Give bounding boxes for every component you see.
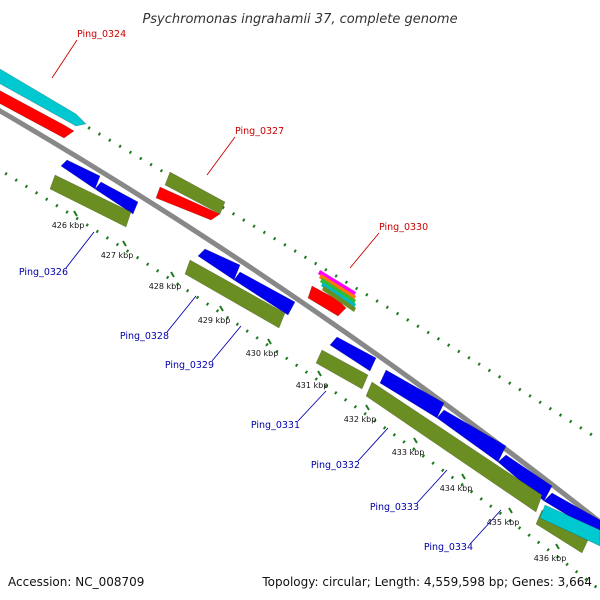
- gene-leader-line: [297, 390, 327, 422]
- cog-ping-0332: [365, 381, 543, 513]
- cds-reverse-ping-0332-b: [436, 409, 507, 463]
- cog-ping-0331: [315, 349, 369, 390]
- tick-mark: [413, 437, 418, 444]
- misc-feature-4: [321, 282, 356, 308]
- tick-layer: 426 kbp 427 kbp 428 kbp 429 kbp 430 kbp 431 k…: [52, 210, 567, 563]
- misc-feature-3: [320, 278, 356, 304]
- tick-mark: [219, 305, 224, 312]
- cds-reverse-ping-0326-a: [60, 159, 101, 190]
- genome-backbone: [0, 108, 600, 524]
- map-title: Psychromonas ingrahamii 37, complete gen…: [142, 12, 457, 27]
- tick-label: 430 kbp: [246, 349, 279, 358]
- tick-mark: [267, 338, 272, 345]
- misc-feature-5: [322, 286, 356, 312]
- tick-mark: [122, 240, 127, 247]
- cog-ping-0326: [49, 174, 132, 228]
- cds-reverse-ping-0326-b: [94, 181, 139, 215]
- gene-label-ping-0333[interactable]: Ping_0333: [370, 502, 419, 513]
- cog-ping-0328: [184, 259, 286, 329]
- tick-mark: [508, 507, 513, 514]
- gene-label-ping-0329[interactable]: Ping_0329: [165, 360, 214, 371]
- gene-label-ping-0330[interactable]: Ping_0330: [379, 222, 428, 233]
- gene-label-ping-0334[interactable]: Ping_0334: [424, 542, 473, 553]
- tick-mark: [555, 543, 560, 550]
- gene-leader-line: [357, 427, 389, 462]
- gene-leader-line: [349, 232, 380, 269]
- tick-label: 426 kbp: [52, 221, 85, 230]
- tick-mark: [73, 210, 78, 217]
- gene-leader-line: [65, 231, 95, 269]
- tick-label: 431 kbp: [296, 381, 329, 390]
- tick-label: 434 kbp: [440, 484, 473, 493]
- gene-label-ping-0326[interactable]: Ping_0326: [19, 267, 68, 278]
- gene-label-ping-0331[interactable]: Ping_0331: [251, 420, 300, 431]
- gene-label-ping-0332[interactable]: Ping_0332: [311, 460, 360, 471]
- cds-reverse-ping-0328-b: [233, 271, 296, 316]
- topology-label: Topology: circular; Length: 4,559,598 bp…: [261, 575, 592, 589]
- misc-feature-2: [319, 274, 356, 300]
- gene-leader-line: [470, 509, 502, 544]
- accession-label: Accession: NC_008709: [8, 575, 144, 589]
- tick-label: 435 kbp: [487, 518, 520, 527]
- gene-leader-line: [416, 469, 448, 504]
- gene-leader-line: [211, 325, 242, 362]
- tick-label: 427 kbp: [101, 251, 134, 260]
- tick-label: 436 kbp: [534, 554, 567, 563]
- cds-reverse-ping-0328-a: [197, 248, 241, 281]
- rna-feature: [0, 68, 87, 127]
- cog-ping-0327: [164, 171, 226, 215]
- tick-label: 432 kbp: [344, 415, 377, 424]
- gene-leader-line: [206, 136, 236, 176]
- gene-label-ping-0324[interactable]: Ping_0324: [77, 29, 126, 40]
- gene-leader-line: [51, 39, 78, 79]
- tick-label: 433 kbp: [392, 448, 425, 457]
- gene-label-ping-0328[interactable]: Ping_0328: [120, 331, 169, 342]
- misc-feature-1: [318, 270, 356, 296]
- feature-layer: [0, 68, 600, 554]
- gene-label-ping-0327[interactable]: Ping_0327: [235, 126, 284, 137]
- label-layer: Ping_0324Ping_0327Ping_0330Ping_0326Ping…: [19, 29, 502, 553]
- tick-mark: [317, 370, 322, 377]
- tick-mark: [461, 473, 466, 480]
- cds-reverse-ping-0332-a: [379, 369, 445, 419]
- tick-label: 428 kbp: [149, 282, 182, 291]
- cds-forward-ping-0324: [0, 90, 75, 139]
- cds-forward-ping-0327: [155, 186, 221, 221]
- tick-label: 429 kbp: [198, 316, 231, 325]
- tick-mark: [365, 404, 370, 411]
- rna-ping-0334: [539, 504, 600, 547]
- gene-leader-line: [166, 295, 197, 333]
- tick-mark: [170, 271, 175, 278]
- cds-reverse-ping-0331: [329, 336, 377, 372]
